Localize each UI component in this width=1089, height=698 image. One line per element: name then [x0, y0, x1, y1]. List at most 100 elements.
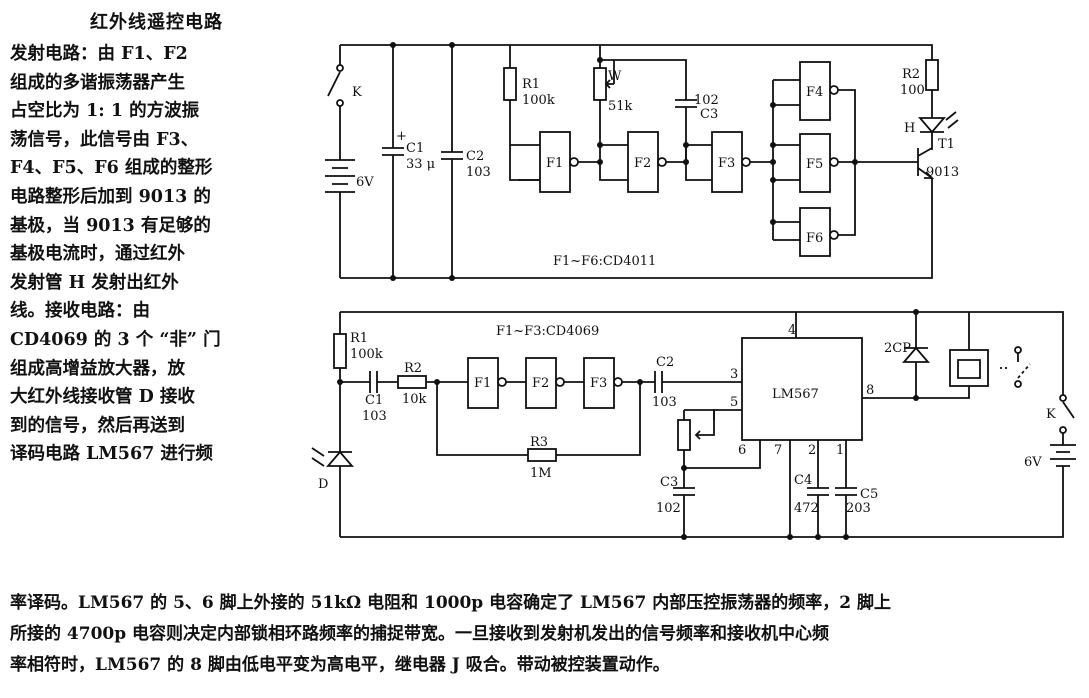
potentiometer-icon: [677, 419, 691, 451]
text-line: 所接的 4700p 电容则决定内部锁相环路频率的捕捉带宽。一旦接收到发射机发出的…: [10, 624, 830, 644]
resistor-r2-icon: [397, 375, 427, 389]
rx-f1-label: F1: [474, 376, 491, 391]
gate-f6-icon: [799, 207, 831, 257]
text-line: F4、F5、F6 组成的整形: [10, 158, 213, 179]
gate-f5-icon: [799, 133, 831, 193]
tx-t1-label: T1: [938, 137, 955, 152]
rx-d-label: D: [318, 477, 328, 492]
rx-top-rail: [340, 311, 1064, 395]
relay-contact-icon: [1000, 346, 1031, 388]
text-line: 组成高增益放大器，放: [10, 358, 185, 379]
text-line: 发射电路：由 F1、F2: [10, 44, 188, 64]
transmitter-circuit: K 6V + C1 33 μ C2 103 R1 100k: [325, 42, 959, 281]
capacitor-c1-icon: +: [382, 45, 407, 278]
tx-c1-value: 33 μ: [406, 157, 435, 172]
text-line: 率相符时，LM567 的 8 脚由低电平变为高电平，继电器 J 吸合。带动被控装…: [10, 655, 670, 675]
rx-ic-label: LM567: [772, 387, 819, 402]
rx-f3-label: F3: [590, 376, 607, 391]
receiver-circuit: R1 100k C1 103 R2 10k R3 1M F1~F3:CD4069…: [311, 309, 1076, 540]
switch-k-icon: [327, 45, 344, 160]
bottom-description: 率译码。LM567 的 5、6 脚上外接的 51kΩ 电阻和 1000p 电容确…: [10, 588, 1080, 681]
rx-r2-label: R2: [404, 361, 422, 376]
tx-c3-value: 102: [694, 93, 719, 108]
rx-k-label: K: [1046, 407, 1056, 422]
text-line: 基极，当 9013 有足够的: [10, 215, 211, 236]
tx-f5-label: F5: [806, 157, 823, 172]
capacitor-c2-icon: [441, 45, 463, 278]
tx-f3-label: F3: [718, 156, 735, 171]
tx-battery-label: 6V: [356, 175, 374, 190]
ir-receiver-diode-icon: [311, 447, 354, 537]
rx-c2-value: 103: [652, 395, 677, 410]
rx-pin1-label: 1: [836, 443, 844, 458]
transistor-t1-icon: [917, 147, 935, 195]
tx-f4-label: F4: [806, 85, 823, 100]
rx-pin3-label: 3: [730, 367, 738, 382]
diode-2cp-icon: [902, 346, 930, 363]
tx-r1-label: R1: [522, 77, 540, 92]
text-line: 电路整形后加到 9013 的: [10, 186, 211, 207]
rx-c5-label: C5: [860, 487, 878, 502]
text-line: 译码电路 LM567 进行频: [10, 444, 213, 465]
rx-r1-value: 100k: [350, 347, 383, 362]
tx-c3-label: C3: [700, 107, 718, 122]
tx-r2-value: 100: [900, 83, 925, 98]
switch-k-icon: [1059, 394, 1075, 445]
text-line: CD4069 的 3 个 “非” 门: [10, 329, 221, 350]
text-line: 大红外线接收管 D 接收: [10, 387, 195, 408]
resistor-r1-icon: [333, 333, 347, 369]
rx-f2-label: F2: [532, 376, 549, 391]
text-line: 基极电流时，通过红外: [10, 244, 185, 265]
rx-r3-label: R3: [530, 435, 548, 450]
resistor-r2-icon: [925, 59, 939, 91]
resistor-r1-icon: [503, 67, 517, 101]
resistor-r3-icon: [527, 448, 557, 462]
text-line: 占空比为 1: 1 的方波振: [10, 101, 200, 122]
rx-c4-value: 472: [794, 501, 819, 516]
rx-pin2-label: 2: [808, 443, 816, 458]
battery-icon: [1050, 444, 1076, 470]
rx-c5-value: 203: [846, 501, 871, 516]
ic-lm567-icon: [741, 337, 863, 441]
tx-f2-label: F2: [634, 156, 651, 171]
rx-r2-value: 10k: [402, 392, 427, 407]
tx-c2-label: C2: [466, 149, 484, 164]
text-line: 率译码。LM567 的 5、6 脚上外接的 51kΩ 电阻和 1000p 电容确…: [10, 593, 891, 613]
tx-w-value: 51k: [608, 99, 633, 114]
rx-pin4-label: 4: [788, 323, 796, 338]
rx-pin5-label: 5: [730, 395, 738, 410]
rx-r1-label: R1: [350, 331, 368, 346]
text-line: 线。接收电路：由: [10, 301, 150, 322]
rx-c4-label: C4: [794, 473, 812, 488]
text-line: 荡信号，此信号由 F3、: [10, 129, 199, 150]
tx-c2-value: 103: [466, 165, 491, 180]
inverter-f3-icon: [583, 357, 615, 409]
tx-w-label: W: [608, 69, 622, 84]
battery-icon: [325, 159, 355, 278]
rx-pin6-label: 6: [738, 443, 746, 458]
inverter-f1-icon: [467, 357, 499, 409]
gate-f4-icon: [799, 61, 831, 121]
rx-r3-value: 1M: [530, 466, 552, 481]
tx-r2-label: R2: [902, 67, 920, 82]
rx-pin7-label: 7: [774, 443, 782, 458]
tx-k-label: K: [352, 85, 362, 100]
rx-c3-label: C3: [660, 475, 678, 490]
text-line: 到的信号，然后再送到: [10, 415, 185, 436]
rx-2cp-label: 2CP: [884, 341, 911, 356]
tx-c1-label: C1: [406, 141, 424, 156]
gate-f3-icon: [711, 131, 743, 193]
page-title: 红外线遥控电路: [90, 12, 223, 33]
potentiometer-w-icon: [593, 67, 607, 101]
tx-top-rail: [340, 44, 933, 60]
relay-j-icon: [916, 312, 989, 399]
rx-c1-value: 103: [362, 409, 387, 424]
rx-c2-label: C2: [656, 355, 674, 370]
rx-bottom-rail: [340, 470, 1064, 538]
rx-pin8-label: 8: [866, 383, 874, 398]
tx-ic-note: F1~F6:CD4011: [553, 254, 656, 269]
rx-c3-value: 102: [656, 501, 681, 516]
tx-r1-value: 100k: [522, 93, 555, 108]
tx-t1-value: 9013: [926, 165, 959, 180]
